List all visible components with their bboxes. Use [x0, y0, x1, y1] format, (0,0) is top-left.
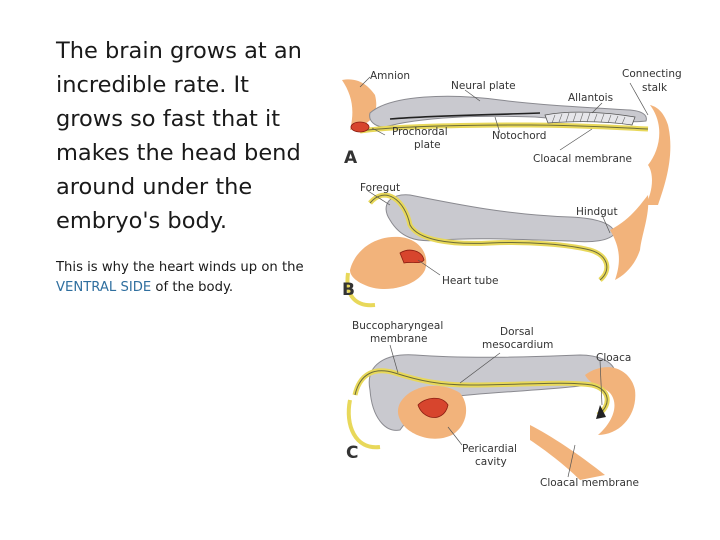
heart-tube-b [399, 249, 425, 264]
heart-c [417, 397, 449, 418]
panel-a-letter: A [344, 148, 358, 168]
cloaca-tissue-c [585, 367, 636, 435]
amnion-label: Amnion [370, 70, 410, 82]
panel-a: Amnion Neural plate Connecting stalk All… [342, 68, 682, 205]
amnion-tissue [342, 79, 377, 130]
connecting-stalk-tissue [645, 105, 671, 205]
panel-c: Buccopharyngeal membrane Dorsal mesocard… [346, 320, 639, 489]
heart-tube-label: Heart tube [442, 275, 498, 287]
plate-label: plate [414, 139, 441, 151]
endoderm-outline-a [359, 124, 649, 132]
cloaca-dark [596, 405, 606, 419]
foregut-label: Foregut [360, 182, 400, 194]
cloacal-membrane-label-c: Cloacal membrane [540, 477, 639, 489]
sub-text: This is why the heart winds up on the VE… [56, 258, 326, 298]
allantois-hatching [551, 112, 626, 125]
neural-plate-label: Neural plate [451, 80, 516, 92]
connecting-label: Connecting [622, 68, 682, 80]
sub-text-end: of the body. [151, 280, 234, 295]
endoderm-outline-c [354, 370, 608, 416]
dorsal-label: Dorsal [500, 326, 534, 338]
cloaca-label: Cloaca [596, 352, 631, 364]
panel-b-letter: B [342, 280, 355, 300]
head-fold-tissue-b [350, 236, 427, 290]
panel-c-letter: C [346, 443, 358, 463]
panel-b: Foregut Hindgut Heart tube B [342, 182, 649, 308]
hindgut-tissue-b [610, 195, 649, 280]
allantois-label: Allantois [568, 92, 613, 104]
sub-text-start: This is why the heart winds up on the [56, 260, 304, 275]
buccopharyngeal-label: Buccopharyngeal [352, 320, 443, 332]
yolk-line-b [345, 272, 376, 308]
ventral-side-highlight: VENTRAL SIDE [56, 280, 152, 295]
panel-a-leaders [359, 76, 649, 151]
membrane-label: membrane [370, 333, 427, 345]
notochord-line [389, 112, 541, 120]
lower-tissue-c [530, 425, 605, 480]
mesocardium-label: mesocardium [482, 339, 553, 351]
stalk-label: stalk [642, 82, 668, 94]
prochordal-label: Prochordal [392, 126, 448, 138]
allantois-region [544, 111, 636, 126]
yolk-line-c [346, 399, 381, 450]
panel-c-leaders [389, 344, 603, 478]
hindgut-label: Hindgut [576, 206, 618, 218]
main-text: The brain grows at an incredible rate. I… [56, 38, 302, 234]
panel-b-leaders [367, 190, 611, 276]
endoderm-outline-b [369, 194, 608, 281]
cavity-label: cavity [475, 456, 507, 468]
notochord-label: Notochord [492, 130, 546, 142]
pericardial-label: Pericardial [462, 443, 517, 455]
prochordal-plate [350, 121, 370, 133]
embryo-folding-diagram: Amnion Neural plate Connecting stalk All… [342, 68, 682, 489]
cloacal-membrane-label-a: Cloacal membrane [533, 153, 632, 165]
